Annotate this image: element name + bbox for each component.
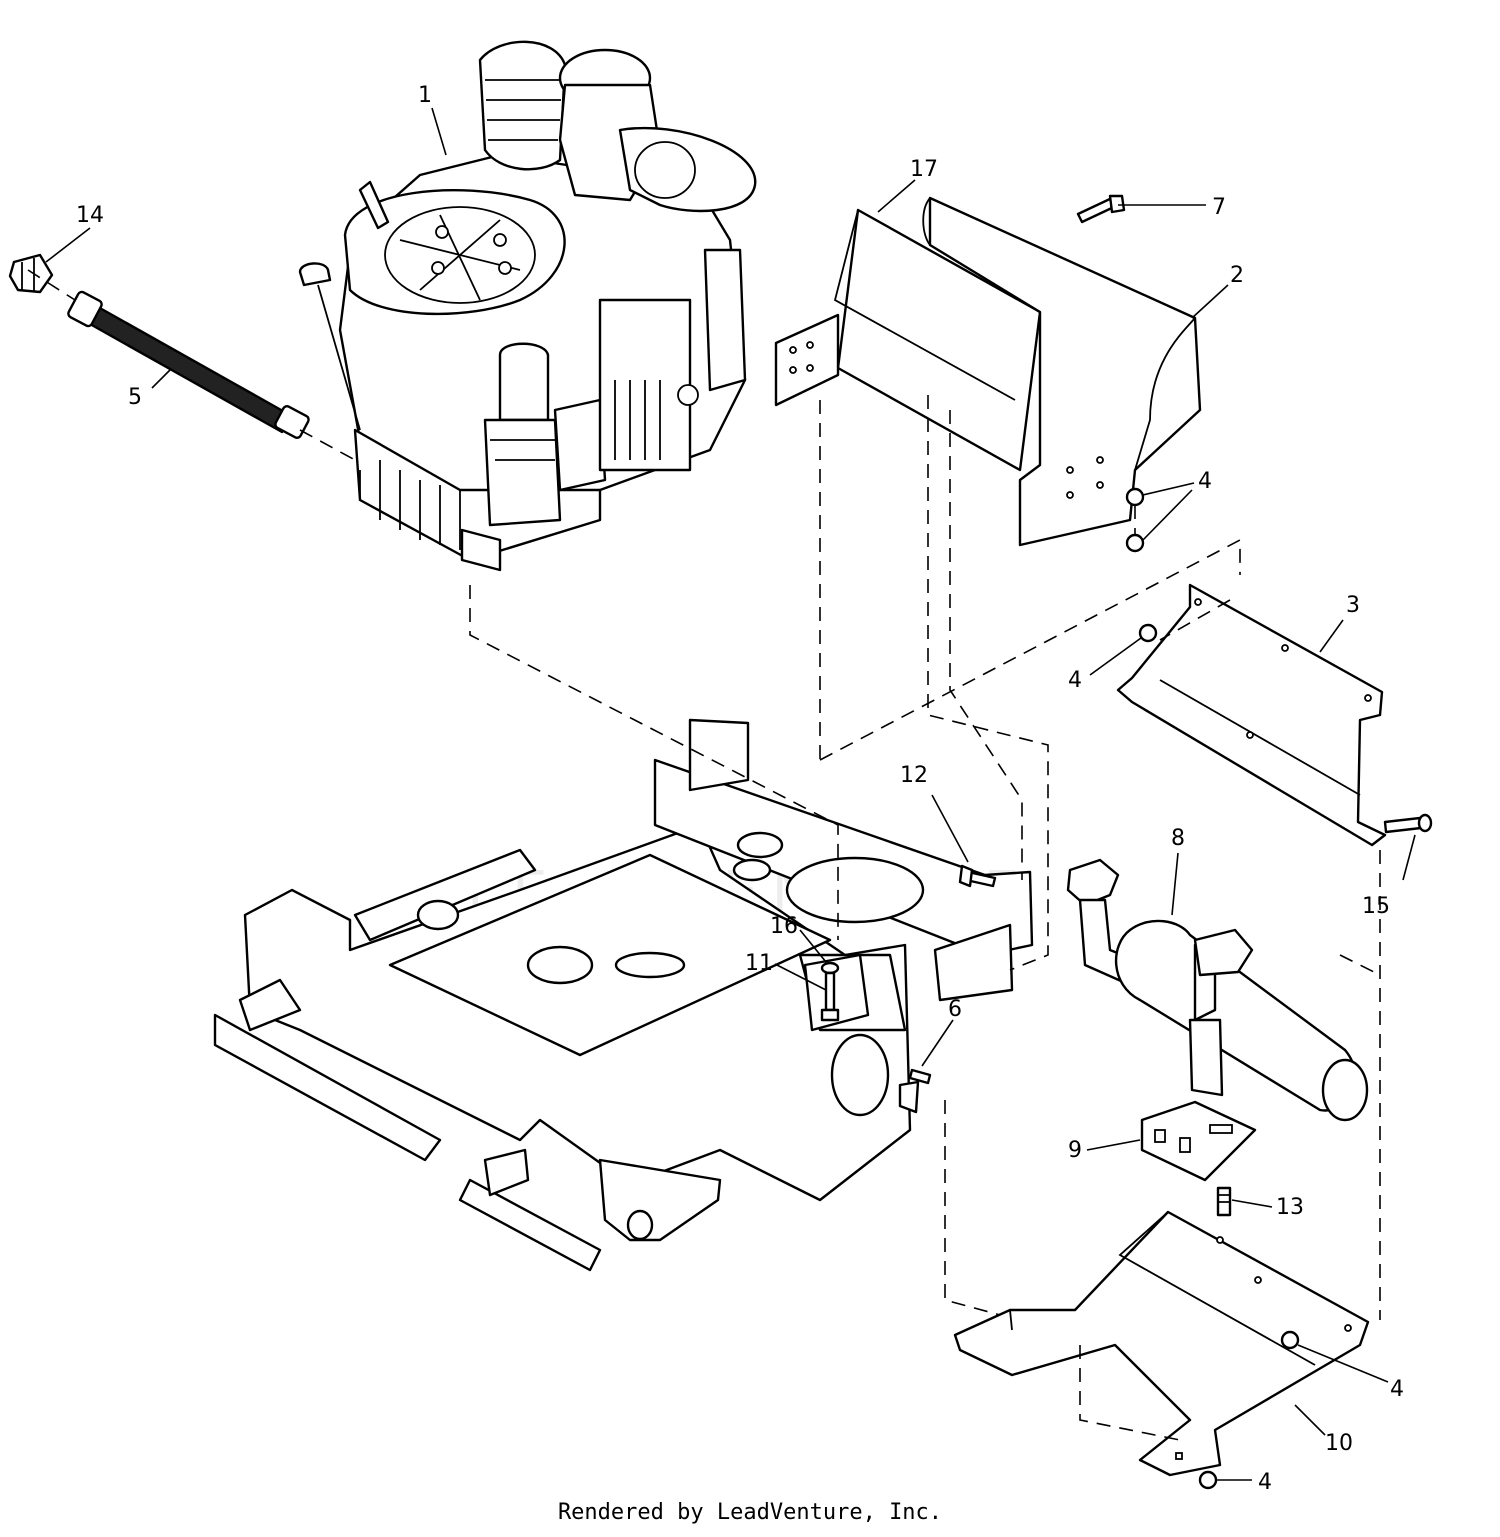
nut-4a[interactable] bbox=[1125, 487, 1145, 507]
callout-10: 10 bbox=[1325, 1431, 1353, 1456]
callout-12: 12 bbox=[900, 763, 928, 788]
callout-4d: 4 bbox=[1258, 1470, 1272, 1495]
callout-13: 13 bbox=[1276, 1195, 1304, 1220]
callout-8: 8 bbox=[1171, 826, 1185, 851]
callout-5: 5 bbox=[128, 385, 142, 410]
fuel-line-part[interactable] bbox=[67, 290, 310, 440]
muffler-guard-part[interactable] bbox=[922, 196, 1202, 547]
engine-part[interactable] bbox=[298, 40, 757, 572]
callout-2: 2 bbox=[1230, 263, 1244, 288]
callout-11: 11 bbox=[745, 951, 773, 976]
bolt-12[interactable] bbox=[958, 864, 997, 888]
muffler-shield-part[interactable] bbox=[1116, 583, 1387, 847]
assembly-dashes bbox=[27, 269, 1381, 1441]
callout-4a: 4 bbox=[1198, 469, 1212, 494]
callout-4b: 4 bbox=[1068, 668, 1082, 693]
bottom-shield-part[interactable] bbox=[953, 1210, 1370, 1477]
callout-17: 17 bbox=[910, 157, 938, 182]
muffler-part[interactable] bbox=[1066, 858, 1369, 1122]
callout-14: 14 bbox=[76, 203, 104, 228]
callout-16: 16 bbox=[770, 914, 798, 939]
callout-7: 7 bbox=[1212, 195, 1226, 220]
callout-6: 6 bbox=[948, 997, 962, 1022]
nut-4d[interactable] bbox=[1280, 1330, 1300, 1350]
bracket-part[interactable] bbox=[1140, 1100, 1257, 1182]
nut-4e[interactable] bbox=[1198, 1470, 1218, 1490]
bolt-6[interactable] bbox=[908, 1068, 932, 1085]
callout-15: 15 bbox=[1362, 894, 1390, 919]
bolt-13[interactable] bbox=[1216, 1186, 1232, 1217]
heat-shield-part[interactable] bbox=[774, 208, 1042, 472]
bolt-15[interactable] bbox=[1383, 813, 1433, 834]
leader-lines bbox=[45, 107, 1416, 1481]
bolt-7[interactable] bbox=[1076, 194, 1126, 224]
callout-3: 3 bbox=[1346, 593, 1360, 618]
chassis-frame-part[interactable] bbox=[213, 718, 1034, 1272]
fitting-part[interactable] bbox=[8, 253, 54, 294]
callouts: 1 2 3 4 4 4 4 5 6 7 8 9 10 11 12 13 14 1… bbox=[76, 83, 1404, 1495]
callout-1: 1 bbox=[418, 83, 432, 108]
callout-9: 9 bbox=[1068, 1138, 1082, 1163]
callout-4c: 4 bbox=[1390, 1377, 1404, 1402]
footer-credit: Rendered by LeadVenture, Inc. bbox=[557, 1500, 943, 1525]
nut-4c[interactable] bbox=[1138, 623, 1158, 643]
nut-4b[interactable] bbox=[1125, 533, 1145, 553]
bolt-16-11[interactable] bbox=[820, 961, 840, 1022]
